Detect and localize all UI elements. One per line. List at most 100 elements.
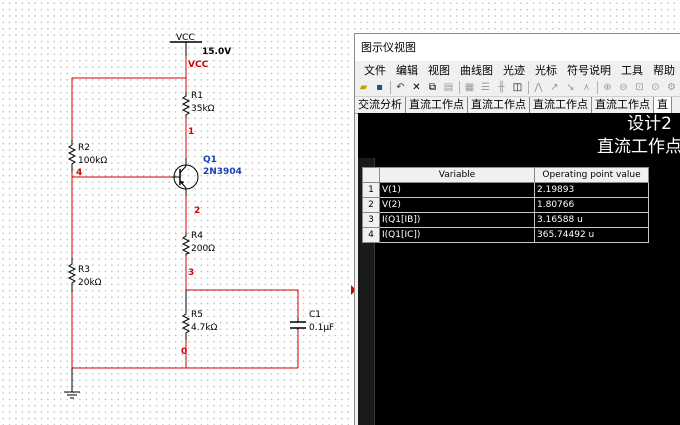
value-cell: 2.19893 <box>534 182 649 198</box>
wires <box>71 56 299 369</box>
r5-value: 4.7kΩ <box>191 323 218 333</box>
panel-splitter-arrow-icon[interactable] <box>351 285 354 295</box>
r5-ref: R5 <box>191 310 203 320</box>
plot-title: 设计2 <box>627 114 672 134</box>
resistor-r2[interactable]: R2 100kΩ <box>67 140 107 172</box>
toolbar: ▰ ▪ ↶ ✕ ⧉ ▤ ▦ ☰ ╫ ◫ ⋀ ↗ ↘ ⋏ ⊕ ⊖ ⊡ ⊙ ⚙ <box>355 79 680 97</box>
variable-cell: I(Q1[IB]) <box>379 212 535 228</box>
legend-icon[interactable]: ☰ <box>481 82 490 93</box>
r3-ref: R3 <box>78 265 90 275</box>
r3-value: 20kΩ <box>78 278 102 288</box>
table-header-row: Variable Operating point value <box>362 167 649 183</box>
resistor-r5[interactable]: R5 4.7kΩ <box>181 290 218 340</box>
menu-help[interactable]: 帮助 <box>653 64 675 77</box>
q1-model: 2N3904 <box>203 167 242 177</box>
tab-ac-analysis[interactable]: 交流分析 <box>355 97 406 113</box>
analysis-tab-bar: 交流分析 直流工作点 直流工作点 直流工作点 直流工作点 直 <box>355 97 680 114</box>
net-label-4: 4 <box>76 168 82 178</box>
operating-point-table: Variable Operating point value 1 V(1) 2.… <box>362 167 649 243</box>
tab-dc-op-1[interactable]: 直流工作点 <box>406 97 468 113</box>
vcc-source[interactable]: VCC 15.0V VCC <box>170 33 231 70</box>
overlay-icon[interactable]: ◫ <box>512 82 523 93</box>
resistor-r3[interactable]: R3 20kΩ <box>67 258 102 292</box>
grapher-title: 图示仪视图 <box>361 41 416 54</box>
grapher-title-bar[interactable]: 图示仪视图 <box>355 34 680 61</box>
variable-cell: V(1) <box>379 182 535 198</box>
properties-icon[interactable]: ⚙ <box>667 82 676 93</box>
variable-cell: V(2) <box>379 197 535 213</box>
trace-down-icon[interactable]: ↘ <box>566 82 575 93</box>
column-header-value[interactable]: Operating point value <box>534 167 649 183</box>
column-header-variable[interactable]: Variable <box>379 167 535 183</box>
r2-ref: R2 <box>78 143 90 153</box>
capacitor-c1[interactable]: C1 0.1µF <box>290 310 334 333</box>
tab-dc-op-4[interactable]: 直流工作点 <box>592 97 654 113</box>
r4-value: 200Ω <box>191 244 215 254</box>
value-cell: 365.74492 u <box>534 227 649 243</box>
row-number: 4 <box>362 227 380 243</box>
menu-view[interactable]: 视图 <box>428 64 450 77</box>
zoom-out-icon[interactable]: ⊖ <box>619 82 628 93</box>
copy-icon[interactable]: ⧉ <box>428 82 437 93</box>
row-number: 3 <box>362 212 380 228</box>
row-number: 1 <box>362 182 380 198</box>
wire-vcc-to-r2 <box>71 77 186 140</box>
table-row[interactable]: 1 V(1) 2.19893 <box>362 182 649 198</box>
row-number: 2 <box>362 197 380 213</box>
variable-cell: I(Q1[IC]) <box>379 227 535 243</box>
resistor-r4[interactable]: R4 200Ω <box>181 231 215 256</box>
c1-value: 0.1µF <box>309 323 334 333</box>
resistor-r1[interactable]: R1 35kΩ <box>181 91 215 118</box>
grid-icon[interactable]: ▦ <box>464 82 475 93</box>
menu-graph[interactable]: 曲线图 <box>460 64 493 77</box>
menu-edit[interactable]: 编辑 <box>396 64 418 77</box>
net-label-3: 3 <box>188 268 194 278</box>
net-label-1: 1 <box>188 127 194 137</box>
net-label-2: 2 <box>194 206 200 216</box>
menu-tools[interactable]: 工具 <box>621 64 643 77</box>
cursors-icon[interactable]: ╫ <box>498 82 505 93</box>
table-row[interactable]: 4 I(Q1[IC]) 365.74492 u <box>362 227 649 243</box>
table-row[interactable]: 3 I(Q1[IB]) 3.16588 u <box>362 212 649 228</box>
tab-dc-op-3[interactable]: 直流工作点 <box>530 97 592 113</box>
wire-node3-to-c1 <box>186 289 299 318</box>
menu-cursor[interactable]: 光标 <box>535 64 557 77</box>
undo-icon[interactable]: ↶ <box>396 82 405 93</box>
zoom-fit-icon[interactable]: ⊙ <box>651 82 660 93</box>
r1-value: 35kΩ <box>191 104 215 114</box>
tab-dc-op-2[interactable]: 直流工作点 <box>468 97 530 113</box>
value-cell: 3.16588 u <box>534 212 649 228</box>
r2-value: 100kΩ <box>78 156 107 166</box>
open-folder-icon[interactable]: ▰ <box>359 82 368 93</box>
menu-file[interactable]: 文件 <box>364 64 386 77</box>
q1-ref: Q1 <box>203 155 217 165</box>
transistor-q1[interactable]: Q1 2N3904 <box>172 155 242 196</box>
value-cell: 1.80766 <box>534 197 649 213</box>
menu-legend[interactable]: 符号说明 <box>567 64 611 77</box>
zoom-area-icon[interactable]: ⊡ <box>635 82 644 93</box>
plot-area[interactable]: 设计2 直流工作点 <box>358 113 680 425</box>
ground-symbol[interactable] <box>64 368 80 399</box>
save-icon[interactable]: ▪ <box>376 82 383 93</box>
paste-icon[interactable]: ▤ <box>443 82 454 93</box>
net-label-0: 0 <box>181 347 187 357</box>
trace-right-icon[interactable]: ↗ <box>550 82 559 93</box>
delete-icon[interactable]: ✕ <box>412 82 421 93</box>
table-row[interactable]: 2 V(2) 1.80766 <box>362 197 649 213</box>
vcc-label: VCC <box>176 33 195 43</box>
zoom-in-icon[interactable]: ⊕ <box>603 82 612 93</box>
vcc-net-label: VCC <box>188 60 209 70</box>
r1-ref: R1 <box>191 91 203 101</box>
plot-subtitle: 直流工作点 <box>597 137 680 157</box>
grapher-window[interactable]: 图示仪视图 文件 编辑 视图 曲线图 光迹 光标 符号说明 工具 帮助 ▰ ▪ … <box>354 33 680 425</box>
schematic-canvas[interactable]: VCC 15.0V VCC R1 35kΩ R2 100kΩ <box>0 0 354 421</box>
tab-dc-op-5[interactable]: 直 <box>654 97 672 113</box>
wire-r2-base <box>71 172 172 178</box>
r4-ref: R4 <box>191 231 203 241</box>
menu-trace[interactable]: 光迹 <box>503 64 525 77</box>
menu-bar: 文件 编辑 视图 曲线图 光迹 光标 符号说明 工具 帮助 <box>355 61 680 79</box>
c1-ref: C1 <box>309 310 321 320</box>
trace-both-icon[interactable]: ⋏ <box>582 82 591 93</box>
table-corner[interactable] <box>362 167 380 183</box>
trace-up-icon[interactable]: ⋀ <box>534 82 543 93</box>
